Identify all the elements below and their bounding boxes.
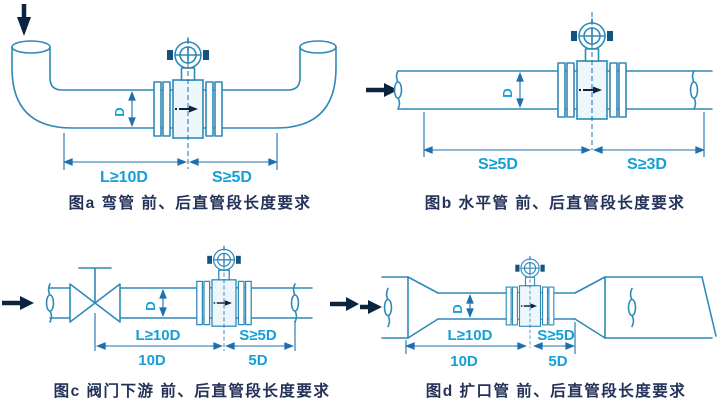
bent-pipe-outline	[11, 40, 337, 129]
diameter-label: D	[500, 88, 515, 97]
length-dimensions: L≥10D S≥5D 10D 5D	[94, 313, 296, 369]
diameter-dimension: D	[500, 72, 524, 108]
dim-label-left-below: 10D	[138, 352, 166, 369]
diagram-c: D L≥10D S≥5D 10D 5D 图c 阀门下游 前、后直管段长度要求	[2, 245, 359, 400]
dim-label-left-below: 10D	[450, 353, 478, 370]
caption-c: 图c 阀门下游 前、后直管段长度要求	[54, 381, 331, 400]
dim-label-right-below: 5D	[248, 352, 267, 369]
pipe-break	[45, 283, 55, 323]
inlet-flow-arrow-icon	[366, 83, 398, 97]
pipe-break	[383, 287, 393, 328]
pipe-outline	[381, 276, 717, 339]
diameter-dimension: D	[112, 91, 136, 127]
dim-label-right: S≥3D	[627, 156, 667, 173]
pipe-outline	[45, 283, 313, 323]
length-dimensions: L≥10D S≥5D 10D 5D	[405, 322, 576, 370]
diameter-label: D	[450, 304, 465, 313]
dim-label-right: S≥5D	[537, 327, 575, 344]
straight-pipe-outline	[393, 70, 713, 110]
length-dimensions: S≥5D S≥3D	[423, 112, 705, 173]
pipe-break	[290, 283, 300, 323]
dim-label-left: L≥10D	[448, 327, 493, 344]
dim-label-right-below: 5D	[548, 353, 567, 370]
diagram-b: D S≥5D S≥3D 图b 水平管 前、后直管段长度要求	[366, 12, 713, 212]
diagram-a: D L≥10D S≥5D 图a 弯管 前、后直管段长度要求	[11, 4, 337, 212]
expander-cone	[574, 276, 606, 339]
pipe-break	[393, 70, 403, 110]
caption-b: 图b 水平管 前、后直管段长度要求	[425, 193, 686, 212]
diameter-dimension: D	[143, 289, 167, 317]
caption-a: 图a 弯管 前、后直管段长度要求	[69, 193, 312, 212]
diagram-d: D L≥10D S≥5D 10D 5D 图d 扩口管 前、后直管段长度要求	[360, 255, 717, 400]
length-dimensions: L≥10D S≥5D	[63, 133, 278, 186]
inlet-flow-arrow-icon	[17, 4, 31, 36]
flowmeter	[557, 18, 627, 151]
pipe-break	[627, 287, 637, 328]
caption-d: 图d 扩口管 前、后直管段长度要求	[426, 381, 687, 400]
inlet-flow-arrow-icon	[2, 296, 34, 310]
dim-label-left: L≥10D	[136, 327, 181, 344]
diameter-label: D	[112, 107, 127, 116]
diameter-dimension: D	[450, 294, 474, 318]
reducer-cone	[407, 276, 439, 339]
flowmeter	[153, 37, 223, 170]
dim-label-right: S≥5D	[239, 327, 277, 344]
pipe-break	[689, 70, 699, 110]
outlet-flow-arrow-icon	[330, 297, 359, 311]
inlet-flow-arrow-icon	[360, 300, 382, 314]
dim-label-left: S≥5D	[478, 156, 518, 173]
valve-symbol	[69, 267, 121, 323]
diameter-label: D	[143, 301, 158, 310]
dim-label-left: L≥10D	[100, 169, 148, 186]
dim-label-right: S≥5D	[212, 169, 252, 186]
